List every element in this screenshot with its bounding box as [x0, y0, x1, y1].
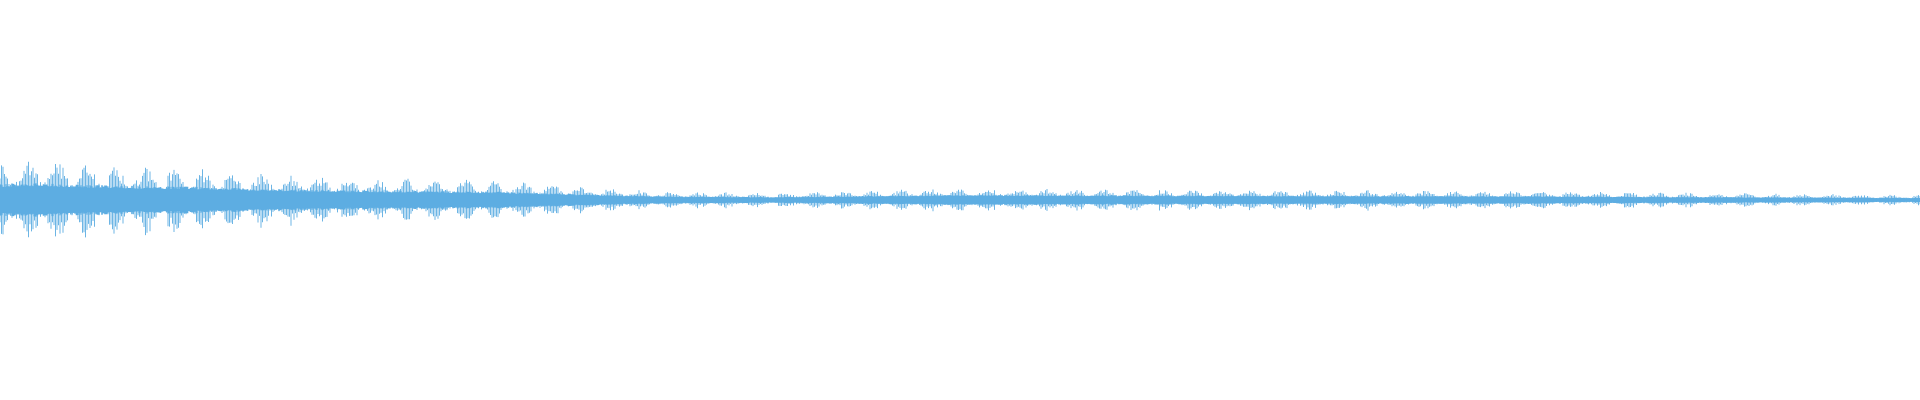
audio-waveform: [0, 161, 1920, 238]
waveform-display: [0, 161, 1920, 238]
